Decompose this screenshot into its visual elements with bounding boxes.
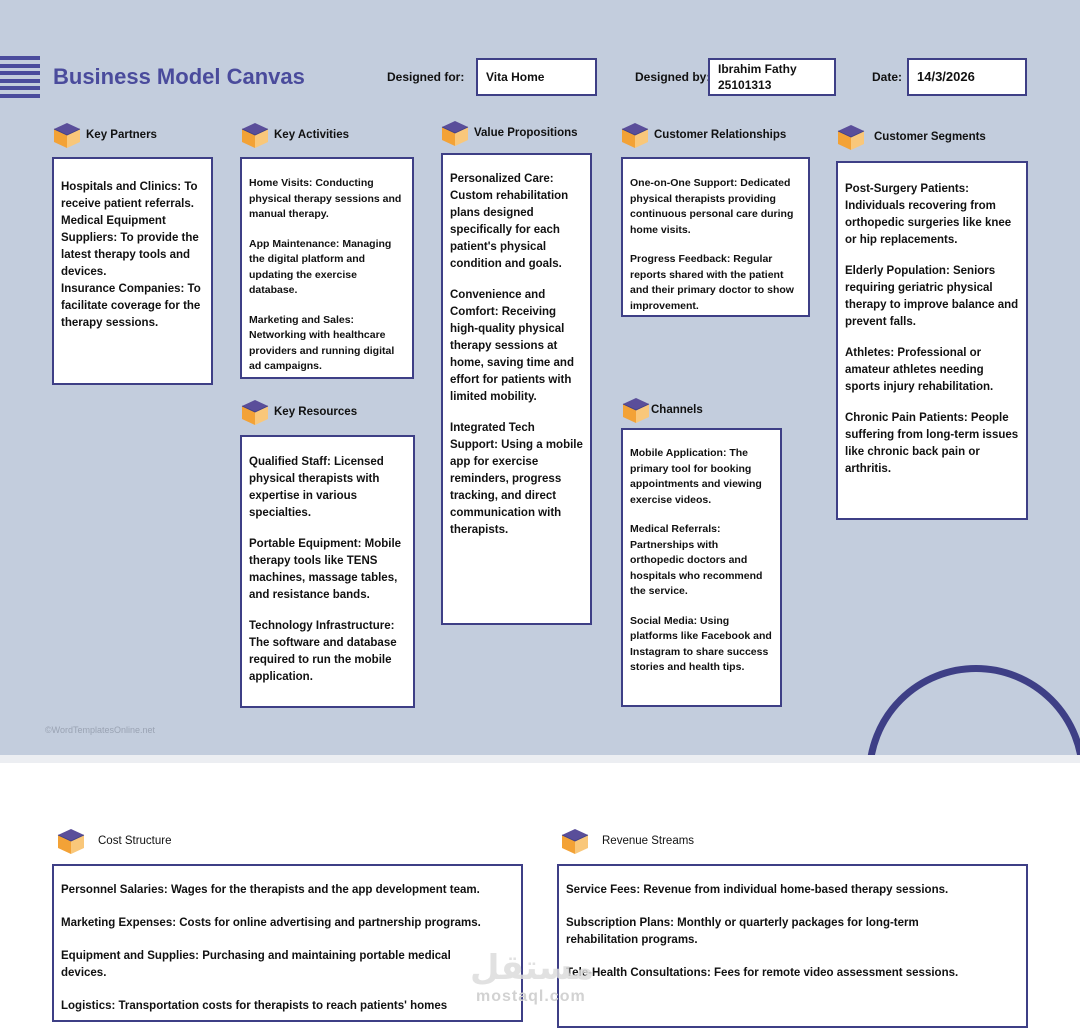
cube-icon bbox=[241, 122, 269, 149]
customer-segments-title: Customer Segments bbox=[874, 131, 986, 143]
cube-icon bbox=[561, 828, 589, 855]
customer-relationships-header: Customer Relationships bbox=[620, 121, 786, 149]
list-item: Progress Feedback: Regular reports share… bbox=[630, 253, 794, 312]
watermark-latin: mostaql.com bbox=[476, 988, 586, 1005]
list-item: App Maintenance: Managing the digital pl… bbox=[249, 237, 392, 297]
key-partners-header: Key Partners bbox=[52, 121, 157, 149]
list-item: Marketing Expenses: Costs for online adv… bbox=[61, 917, 481, 929]
customer-relationships-title: Customer Relationships bbox=[654, 129, 787, 141]
list-item: Mobile Application: The primary tool for… bbox=[630, 447, 762, 506]
channels-header: Channels bbox=[621, 396, 703, 424]
cube-icon bbox=[241, 399, 269, 426]
stripes-icon bbox=[0, 56, 40, 101]
customer-relationships-box[interactable]: One-on-One Support: Dedicated physical t… bbox=[621, 157, 810, 317]
designed-by-name: Ibrahim Fathy bbox=[718, 62, 797, 76]
page-title: Business Model Canvas bbox=[53, 64, 305, 89]
key-activities-title: Key Activities bbox=[274, 129, 349, 141]
designed-for-field[interactable]: Vita Home bbox=[476, 58, 597, 96]
list-item: Social Media: Using platforms like Faceb… bbox=[630, 614, 772, 674]
list-item: Integrated Tech Support: Using a mobile … bbox=[450, 422, 583, 536]
list-item: Service Fees: Revenue from individual ho… bbox=[566, 884, 949, 896]
list-item: Equipment and Supplies: Purchasing and m… bbox=[61, 950, 451, 979]
cube-icon bbox=[441, 120, 469, 147]
cube-icon bbox=[622, 397, 650, 424]
key-resources-box[interactable]: Qualified Staff: Licensed physical thera… bbox=[240, 435, 415, 708]
key-activities-box[interactable]: Home Visits: Conducting physical therapy… bbox=[240, 157, 414, 379]
value-propositions-box[interactable]: Personalized Care: Custom rehabilitation… bbox=[441, 153, 592, 625]
list-item: Elderly Population: Seniors requiring ge… bbox=[845, 265, 1019, 328]
designed-for-label: Designed for: bbox=[387, 70, 465, 84]
cost-structure-header: Cost Structure bbox=[56, 827, 172, 855]
list-item: Portable Equipment: Mobile therapy tools… bbox=[249, 538, 402, 601]
customer-segments-box[interactable]: Post-Surgery Patients: Individuals recov… bbox=[836, 161, 1028, 520]
revenue-streams-box[interactable]: Service Fees: Revenue from individual ho… bbox=[557, 864, 1028, 1028]
revenue-streams-title: Revenue Streams bbox=[602, 835, 695, 847]
key-resources-title: Key Resources bbox=[274, 406, 358, 418]
list-item: Convenience and Comfort: Receiving high-… bbox=[450, 289, 574, 403]
list-item: Qualified Staff: Licensed physical thera… bbox=[249, 456, 384, 519]
cost-structure-box[interactable]: Personnel Salaries: Wages for the therap… bbox=[52, 864, 523, 1022]
list-item: Marketing and Sales: Networking with hea… bbox=[249, 313, 395, 373]
cube-icon bbox=[57, 828, 85, 855]
value-propositions-title: Value Propositions bbox=[474, 127, 578, 139]
key-partners-box[interactable]: Hospitals and Clinics: To receive patien… bbox=[52, 157, 213, 385]
revenue-streams-header: Revenue Streams bbox=[560, 827, 694, 855]
list-item: Logistics: Transportation costs for ther… bbox=[61, 1000, 448, 1012]
key-resources-header: Key Resources bbox=[240, 398, 357, 426]
key-activities-header: Key Activities bbox=[240, 121, 349, 149]
date-field[interactable]: 14/3/2026 bbox=[907, 58, 1027, 96]
date-value: 14/3/2026 bbox=[917, 69, 975, 84]
list-item: Chronic Pain Patients: People suffering … bbox=[845, 412, 1019, 475]
cost-structure-title: Cost Structure bbox=[98, 835, 172, 847]
list-item: Insurance Companies: To facilitate cover… bbox=[61, 283, 201, 329]
list-item: Medical Equipment Suppliers: To provide … bbox=[61, 215, 199, 278]
list-item: Technology Infrastructure: The software … bbox=[249, 620, 397, 683]
cube-icon bbox=[837, 124, 865, 151]
key-partners-title: Key Partners bbox=[86, 129, 157, 141]
designed-by-field[interactable]: Ibrahim Fathy 25101313 bbox=[708, 58, 836, 96]
channels-box[interactable]: Mobile Application: The primary tool for… bbox=[621, 428, 782, 707]
divider-strip bbox=[0, 755, 1080, 763]
list-item: Medical Referrals: Partnerships with ort… bbox=[630, 523, 763, 597]
cube-icon bbox=[621, 122, 649, 149]
list-item: Home Visits: Conducting physical therapy… bbox=[249, 177, 402, 220]
copyright-text: ©WordTemplatesOnline.net bbox=[45, 725, 156, 735]
list-item: One-on-One Support: Dedicated physical t… bbox=[630, 177, 794, 236]
list-item: Tele-Health Consultations: Fees for remo… bbox=[566, 967, 959, 979]
list-item: Personnel Salaries: Wages for the therap… bbox=[61, 884, 480, 896]
list-item: Subscription Plans: Monthly or quarterly… bbox=[566, 917, 919, 946]
list-item: Athletes: Professional or amateur athlet… bbox=[845, 347, 994, 393]
decorative-circle bbox=[866, 665, 1080, 755]
cube-icon bbox=[53, 122, 81, 149]
list-item: Personalized Care: Custom rehabilitation… bbox=[450, 173, 569, 270]
watermark-arabic: مستقل bbox=[470, 949, 595, 987]
list-item: Hospitals and Clinics: To receive patien… bbox=[61, 181, 198, 210]
value-propositions-header: Value Propositions bbox=[440, 119, 578, 147]
designed-by-id: 25101313 bbox=[718, 78, 772, 92]
channels-title: Channels bbox=[651, 404, 703, 416]
designed-for-value: Vita Home bbox=[486, 70, 545, 84]
designed-by-label: Designed by: bbox=[635, 70, 711, 84]
date-label: Date: bbox=[872, 70, 903, 84]
customer-segments-header: Customer Segments bbox=[836, 123, 986, 151]
list-item: Post-Surgery Patients: Individuals recov… bbox=[845, 183, 1012, 246]
